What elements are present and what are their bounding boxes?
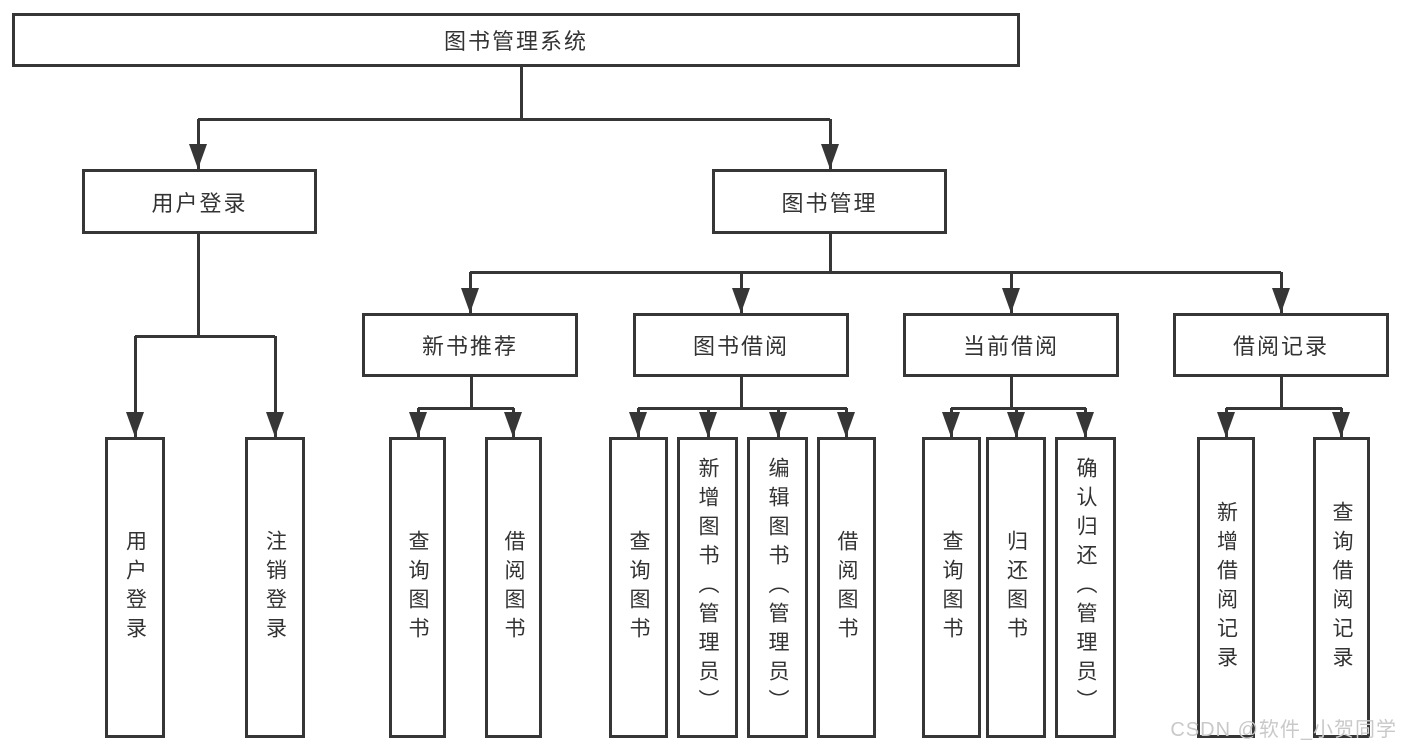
arrowhead-logout-leaf (266, 412, 284, 437)
node-add-borrow-record: 新增借阅记录 (1197, 437, 1255, 738)
arrowhead-book-management (821, 144, 839, 169)
node-book-borrowing: 图书借阅 (633, 313, 849, 377)
arrowhead-groupD-child1 (1217, 412, 1235, 437)
connector-root-bar (198, 117, 830, 121)
connector-mgmt-stem (828, 234, 832, 274)
node-library-management-system: 图书管理系统 (12, 13, 1020, 67)
node-query-books-recommend: 查询图书 (389, 437, 446, 738)
node-new-book-recommend: 新书推荐 (362, 313, 578, 377)
arrowhead-current-borrow (1002, 288, 1020, 313)
connector-groupD-bar (1226, 406, 1342, 410)
connector-user-branch-bar (135, 334, 275, 338)
node-current-borrowing: 当前借阅 (903, 313, 1119, 377)
arrowhead-user-login (189, 144, 207, 169)
node-user-login-branch: 用户登录 (82, 169, 317, 234)
arrowhead-login-leaf (126, 412, 144, 437)
connector-mgmt-bar (470, 270, 1281, 274)
arrowhead-new-book (461, 288, 479, 313)
arrowhead-groupB-child2 (699, 412, 717, 437)
arrowhead-groupB-child1 (629, 412, 647, 437)
arrowhead-groupA-child1 (409, 412, 427, 437)
csdn-watermark: CSDN @软件_小贺同学 (1170, 719, 1397, 741)
connector-groupA-bar (418, 406, 514, 410)
node-edit-book-admin: 编辑图书（管理员） (747, 437, 808, 738)
connector-groupC-bar (951, 406, 1086, 410)
arrowhead-groupC-child3 (1076, 412, 1094, 437)
arrowhead-groupA-child2 (504, 412, 522, 437)
connector-user-branch-stem (196, 234, 200, 338)
node-query-borrow-record: 查询借阅记录 (1313, 437, 1370, 738)
connector-root-stem (519, 67, 523, 121)
connector-to-logout-leaf (273, 336, 277, 437)
node-return-books: 归还图书 (986, 437, 1046, 738)
node-query-books-borrowing: 查询图书 (609, 437, 668, 738)
arrowhead-groupB-child4 (837, 412, 855, 437)
node-borrow-books-recommend: 借阅图书 (485, 437, 542, 738)
connector-groupB-stem (739, 377, 743, 410)
node-borrowing-records: 借阅记录 (1173, 313, 1389, 377)
node-query-books-current: 查询图书 (922, 437, 981, 738)
connector-groupD-stem (1279, 377, 1283, 410)
arrowhead-borrow-records (1272, 288, 1290, 313)
connector-to-login-leaf (133, 336, 137, 437)
node-user-login-leaf: 用户登录 (105, 437, 165, 738)
arrowhead-book-borrow (732, 288, 750, 313)
connector-groupB-bar (638, 406, 847, 410)
arrowhead-groupC-child2 (1007, 412, 1025, 437)
node-confirm-return-admin: 确认归还（管理员） (1055, 437, 1116, 738)
arrowhead-groupB-child3 (769, 412, 787, 437)
connector-groupC-stem (1009, 377, 1013, 410)
node-borrow-books-borrowing: 借阅图书 (817, 437, 876, 738)
arrowhead-groupC-child1 (942, 412, 960, 437)
node-logout: 注销登录 (245, 437, 305, 738)
node-book-management: 图书管理 (712, 169, 947, 234)
arrowhead-groupD-child2 (1332, 412, 1350, 437)
node-add-book-admin: 新增图书（管理员） (677, 437, 738, 738)
connector-groupA-stem (469, 377, 473, 410)
